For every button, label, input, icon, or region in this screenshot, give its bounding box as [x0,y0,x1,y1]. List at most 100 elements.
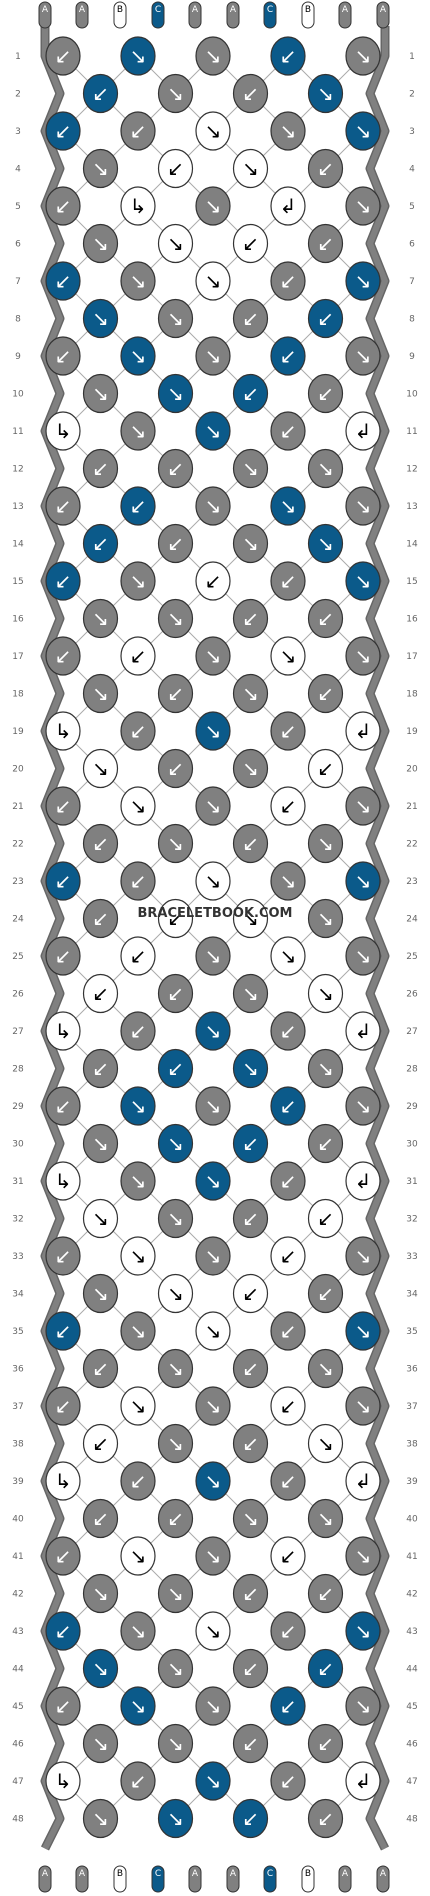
knot-direction-arrow: ↙ [92,1357,109,1381]
knot: ↳ [45,1161,81,1201]
strand-tab-shape [113,1,127,29]
row-number-right: 23 [406,877,417,887]
row-number-left: 43 [12,1627,23,1637]
knot-shape [157,1648,194,1689]
knot: ↘ [195,1086,231,1126]
knot-shape [270,861,306,901]
row-number-right: 30 [406,1140,418,1150]
knot-shape [345,786,381,826]
knot: ↘ [345,636,381,676]
knot: ↙ [120,1011,156,1051]
knot: ↘ [195,1236,231,1276]
row-number-right: 29 [406,1102,418,1112]
knot-shape [45,711,81,751]
knot-direction-arrow: ↙ [130,944,147,968]
knot-direction-arrow: ↘ [167,832,184,856]
strand-tab-shape [263,1865,277,1893]
knot-shape [345,336,381,376]
knot-direction-arrow: ↘ [130,1619,147,1643]
knot-direction-arrow: ↘ [205,1244,222,1268]
knot-direction-arrow: ↙ [280,1619,297,1643]
knot: ↙ [82,1498,119,1539]
knot-direction-arrow: ↙ [92,1507,109,1531]
knot: ↙ [157,1498,194,1539]
knot: ↘ [120,1161,156,1201]
row-number-right: 46 [406,1740,418,1750]
knot-shape [345,36,381,76]
knot-shape [195,1686,231,1726]
knot: ↘ [195,1461,231,1501]
knot: ↙ [45,486,81,526]
knot-shape [232,598,269,639]
knot-direction-arrow: ↘ [355,869,372,893]
row-number-right: 43 [406,1627,417,1637]
knot-direction-arrow: ↲ [355,1469,372,1493]
knot-direction-arrow: ↘ [242,1057,259,1081]
knot-shape [307,1348,344,1389]
knot-shape [232,148,269,189]
knot-shape [195,1761,231,1801]
knot-shape [195,411,231,451]
knot: ↙ [157,673,194,714]
row-number-left: 48 [12,1815,24,1825]
knot-direction-arrow: ↘ [92,1132,109,1156]
knot-direction-arrow: ↳ [55,1469,72,1493]
knot-direction-arrow: ↘ [205,119,222,143]
row-number-left: 21 [12,802,23,812]
strand-tab-shape [75,1,89,29]
knot-shape [270,36,306,76]
knot-shape [120,1386,156,1426]
knot-shape [232,898,269,939]
knot-direction-arrow: ↳ [55,1169,72,1193]
row-number-right: 25 [406,952,417,962]
strand-letter: A [192,5,199,15]
knot-direction-arrow: ↘ [130,1319,147,1343]
row-number-left: 33 [12,1252,23,1262]
knot: ↘ [157,1123,194,1164]
row-number-right: 35 [406,1327,417,1337]
knot-shape [82,73,119,114]
knot: ↙ [45,1536,81,1576]
knot-shape [232,1423,269,1464]
row-number-right: 44 [406,1665,418,1675]
knot-shape [120,261,156,301]
knot-shape [345,486,381,526]
knot: ↘ [345,1686,381,1726]
row-number-left: 3 [15,127,21,137]
knot-shape [45,1611,81,1651]
knot-direction-arrow: ↘ [317,1432,334,1456]
knot: ↘ [157,1798,194,1839]
knot-shape [232,1123,269,1164]
knot: ↙ [307,1198,344,1239]
knot: ↘ [82,748,119,789]
knot: ↘ [120,1236,156,1276]
knot-shape [45,936,81,976]
knot-direction-arrow: ↙ [280,1094,297,1118]
strand-tab-shape [338,1,352,29]
knot: ↳ [45,1761,81,1801]
knot-direction-arrow: ↘ [92,1207,109,1231]
knot-direction-arrow: ↙ [55,344,72,368]
knot: ↙ [270,1011,306,1051]
knot: ↘ [195,336,231,376]
knot: ↘ [345,936,381,976]
knot-direction-arrow: ↘ [317,982,334,1006]
knot-direction-arrow: ↙ [242,1582,259,1606]
row-number-left: 2 [15,90,21,100]
row-number-right: 37 [406,1402,417,1412]
knot: ↙ [307,148,344,189]
knot-direction-arrow: ↙ [242,1357,259,1381]
strand-letter: A [342,5,349,15]
strand-letter: B [305,5,311,15]
knot: ↘ [195,636,231,676]
knot-direction-arrow: ↲ [280,194,297,218]
knot-shape [157,973,194,1014]
knot: ↙ [270,1611,306,1651]
top-strand: C [263,1,277,29]
row-number-right: 20 [406,765,418,775]
knot: ↘ [157,598,194,639]
knot-direction-arrow: ↘ [355,1394,372,1418]
knot: ↘ [82,1648,119,1689]
knot-direction-arrow: ↙ [242,1207,259,1231]
top-strand: A [188,1,202,29]
